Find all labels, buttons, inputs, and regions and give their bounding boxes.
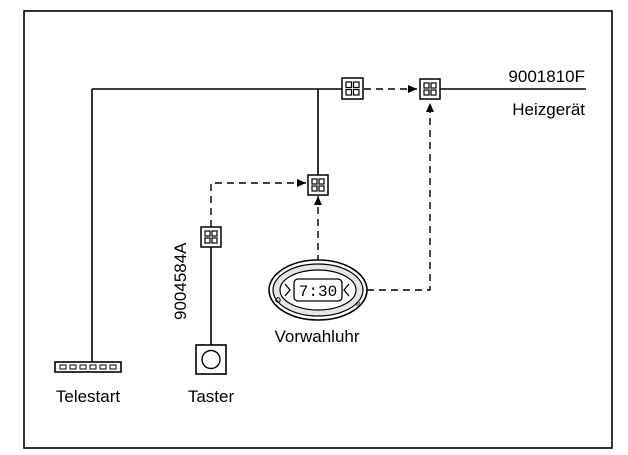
taster-to-branch-link [210,179,306,227]
heater-part-number-label: 9001810F [508,67,585,86]
connector-icon [419,78,441,100]
heater-label: Heizgerät [512,100,585,119]
vorwahluhr-label: Vorwahluhr [274,327,359,346]
connector-icon [200,226,222,248]
taster-label: Taster [188,387,235,406]
clock-to-heater-link [367,103,434,291]
taster-part-number-label: 9004584A [171,242,190,320]
telestart-label: Telestart [56,387,121,406]
push-button-icon [195,344,227,375]
telestart-module-icon [54,361,122,373]
solid-wiring [91,88,586,362]
connector-icon [341,77,364,100]
svg-text:M: M [356,302,360,308]
diagram-frame [23,10,613,449]
timer-clock-icon: M [268,259,368,321]
clock-display-text: 7:30 [299,283,337,301]
dashed-connections [210,85,434,291]
connector-icon [307,174,329,196]
